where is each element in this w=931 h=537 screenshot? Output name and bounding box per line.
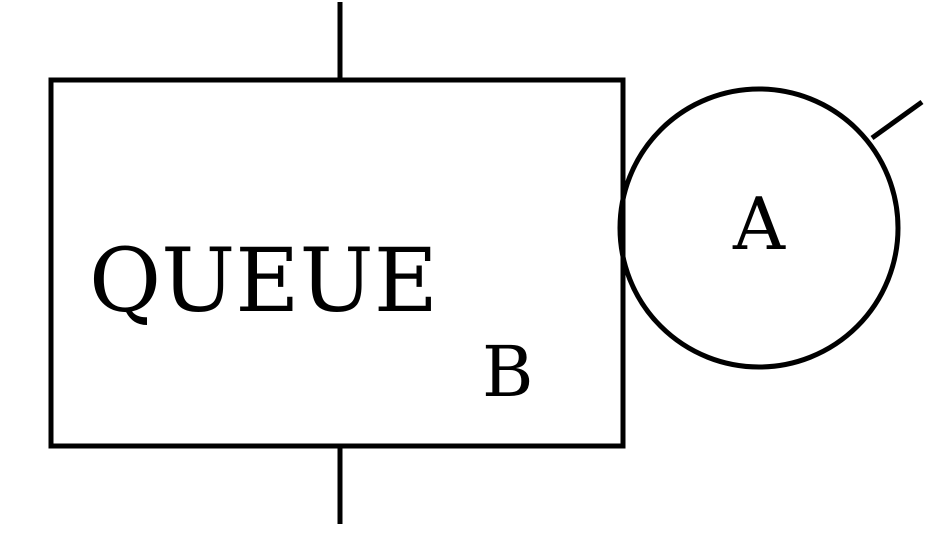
server-circle [617,86,901,370]
server-output-line [870,99,924,141]
queue-label: QUEUE [89,229,438,332]
queue-sub-label: B [482,331,533,413]
server-label: A [732,182,786,266]
